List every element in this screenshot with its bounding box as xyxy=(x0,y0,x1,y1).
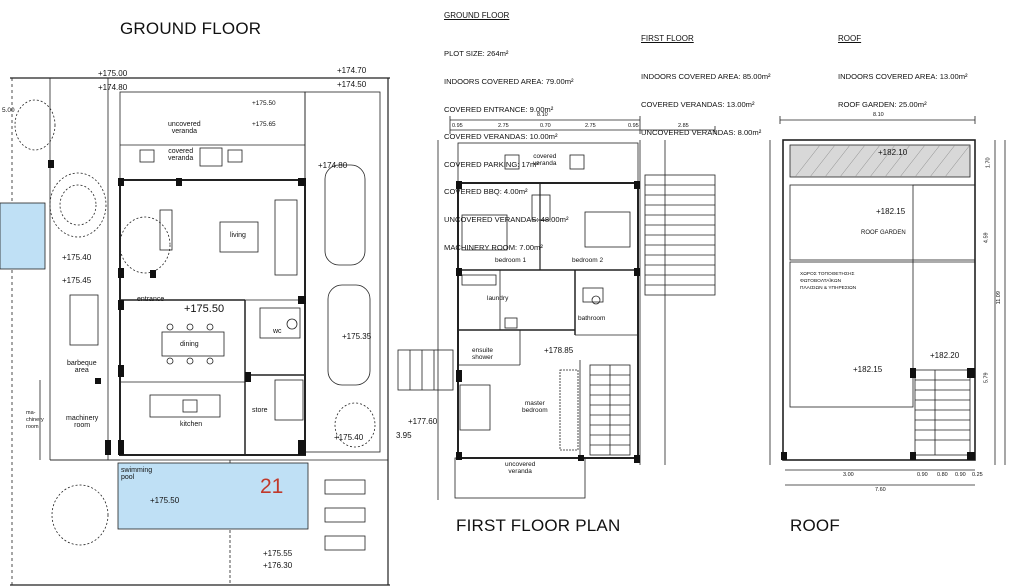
roof-title: ROOF xyxy=(790,516,840,535)
dimension-label: 2.75 xyxy=(585,123,596,129)
first-floor-plan-title: FIRST FLOOR PLAN xyxy=(456,516,621,535)
dimension-label: 1.70 xyxy=(985,157,992,169)
roof-garden-label: ROOF GARDEN xyxy=(861,230,906,236)
room-bedroom-2: bedroom 2 xyxy=(572,257,604,264)
spec-line: COVERED PARKING: 17m² xyxy=(444,159,539,169)
room-bedroom-1: bedroom 1 xyxy=(495,257,527,264)
room-covered-veranda-ff: covered veranda xyxy=(533,153,557,167)
roof-pv-note: ΧΩΡΟΣ ΤΟΠΟΘΕΤΗΣΗΣ ΦΩΤΟΒΟΛΤΑΪΚΩΝ ΠΛΑΙΣΙΩΝ… xyxy=(800,272,857,291)
level-mark: +175.50 xyxy=(150,496,180,505)
room-master-bedroom: master bedroom xyxy=(522,400,548,414)
level-mark: +175.55 xyxy=(263,549,293,558)
spec-line: INDOORS COVERED AREA: 13.00m² xyxy=(838,72,968,82)
room-uncovered-veranda-ff: uncovered veranda xyxy=(505,461,536,475)
spec-line: COVERED VERANDAS: 13.00m² xyxy=(641,100,755,110)
room-uncovered-veranda: uncovered veranda xyxy=(168,121,201,135)
room-entrance: entrance xyxy=(137,296,165,303)
spec-line: PLOT SIZE: 264m² xyxy=(444,49,509,59)
dimension-label: 4.59 xyxy=(983,232,990,244)
room-kitchen: kitchen xyxy=(180,421,203,428)
level-mark: +177.60 xyxy=(408,417,438,426)
roof-spec-heading: ROOF xyxy=(838,34,862,43)
dimension-label: 0.95 xyxy=(628,123,639,129)
level-mark: 3.95 xyxy=(396,431,412,440)
level-mark: +174.70 xyxy=(337,66,367,75)
ground-spec-list: PLOT SIZE: 264m² INDOORS COVERED AREA: 7… xyxy=(444,31,574,261)
dimension-label: 7.60 xyxy=(875,487,886,493)
first-spec-list: INDOORS COVERED AREA: 85.00m² COVERED VE… xyxy=(641,54,771,146)
dimension-label: 8.10 xyxy=(873,112,884,118)
dimension-label: 0.80 xyxy=(937,472,948,478)
spec-line: INDOORS COVERED AREA: 79.00m² xyxy=(444,77,574,87)
dimension-label: 0.90 xyxy=(917,472,928,478)
room-ensuite-shower: ensuite shower xyxy=(472,347,493,361)
ground-house-outline xyxy=(119,179,306,456)
dimension-label: 2.75 xyxy=(498,123,509,129)
left-pool xyxy=(0,202,46,270)
room-dining: dining xyxy=(180,341,199,348)
level-mark: +175.40 xyxy=(334,433,364,442)
room-swimming-pool: swimming pool xyxy=(121,467,153,481)
spec-line: COVERED BBQ: 4.00m² xyxy=(444,187,528,197)
roof-spec-list: INDOORS COVERED AREA: 13.00m² ROOF GARDE… xyxy=(838,54,968,118)
room-laundry: laundry xyxy=(487,295,509,302)
room-barbeque-area: barbeque area xyxy=(67,360,97,374)
level-mark: +174.80 xyxy=(98,83,128,92)
ground-floor-title: GROUND FLOOR xyxy=(120,19,262,38)
ground-spec-heading: GROUND FLOOR xyxy=(444,11,510,20)
dimension-label: 0.70 xyxy=(540,123,551,129)
swimming-pool xyxy=(117,462,309,530)
level-mark: +174.50 xyxy=(337,80,367,89)
dimension-label: 0.25 xyxy=(972,472,983,478)
level-mark: +182.10 xyxy=(878,148,908,157)
room-covered-veranda: covered veranda xyxy=(168,148,194,162)
room-machinery-room: machinery room xyxy=(66,415,99,429)
spec-line: UNCOVERED VERANDAS: 48.00m² xyxy=(444,215,569,225)
dimension-label: 0.90 xyxy=(955,472,966,478)
level-mark: +175.50 xyxy=(252,100,276,107)
level-mark: +175.65 xyxy=(252,121,276,128)
level-mark: +176.30 xyxy=(263,561,293,570)
dimension-label: 11.09 xyxy=(995,291,1002,305)
roof-outline xyxy=(782,139,976,461)
level-mark: 5.00 xyxy=(2,107,15,114)
dimension-label: 0.95 xyxy=(452,123,463,129)
level-mark: +175.45 xyxy=(62,276,92,285)
room-store: store xyxy=(252,407,268,414)
spec-line: COVERED ENTRANCE: 9.00m² xyxy=(444,104,554,114)
room-wc: wc xyxy=(273,328,282,335)
room-machinery-room-2: ma- chinery room xyxy=(26,410,44,430)
spec-line: UNCOVERED VERANDAS: 8.00m² xyxy=(641,127,762,137)
first-spec-heading: FIRST FLOOR xyxy=(641,34,694,43)
dimension-label: 2.85 xyxy=(678,123,689,129)
level-mark: +175.35 xyxy=(342,332,372,341)
level-mark: +174.80 xyxy=(318,161,348,170)
dimension-label: 5.79 xyxy=(983,372,990,384)
spec-line: ROOF GARDEN: 25.00m² xyxy=(838,100,927,110)
room-living: living xyxy=(230,232,246,239)
plot-number: 21 xyxy=(260,475,284,498)
dimension-label: 3.00 xyxy=(843,472,854,478)
spec-line: INDOORS COVERED AREA: 85.00m² xyxy=(641,72,771,82)
level-mark: +175.00 xyxy=(98,69,128,78)
dimension-label: 8.10 xyxy=(537,112,548,118)
level-mark: +175.50 xyxy=(184,303,225,315)
spec-line: MACHINERY ROOM: 7.00m² xyxy=(444,242,543,252)
spec-line: COVERED VERANDAS: 10.00m² xyxy=(444,132,558,142)
level-mark: +178.85 xyxy=(544,346,574,355)
level-mark: +182.20 xyxy=(930,351,960,360)
level-mark: +182.15 xyxy=(876,207,906,216)
level-mark: +175.40 xyxy=(62,253,92,262)
level-mark: +182.15 xyxy=(853,365,883,374)
room-bathroom: bathroom xyxy=(578,315,606,322)
